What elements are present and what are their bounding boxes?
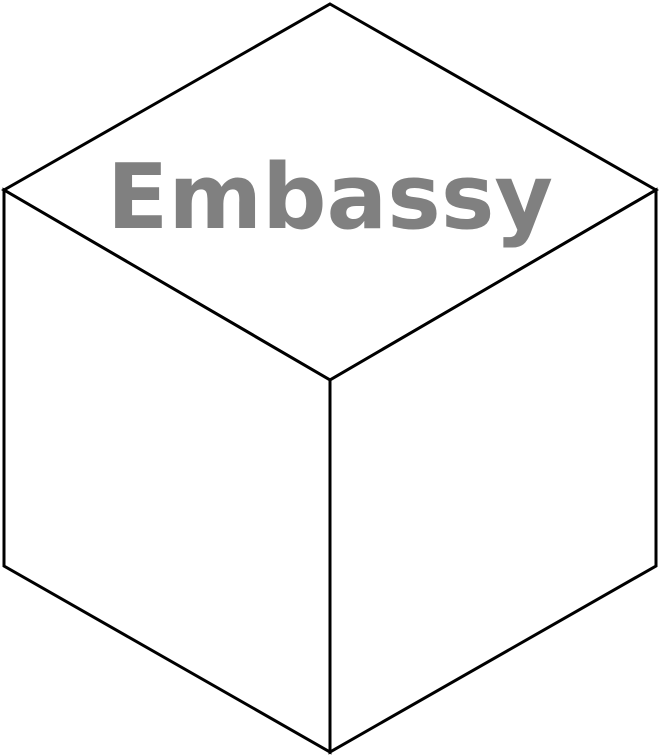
cube-right-face (328, 187, 658, 755)
cube-label: Embassy (107, 145, 553, 250)
